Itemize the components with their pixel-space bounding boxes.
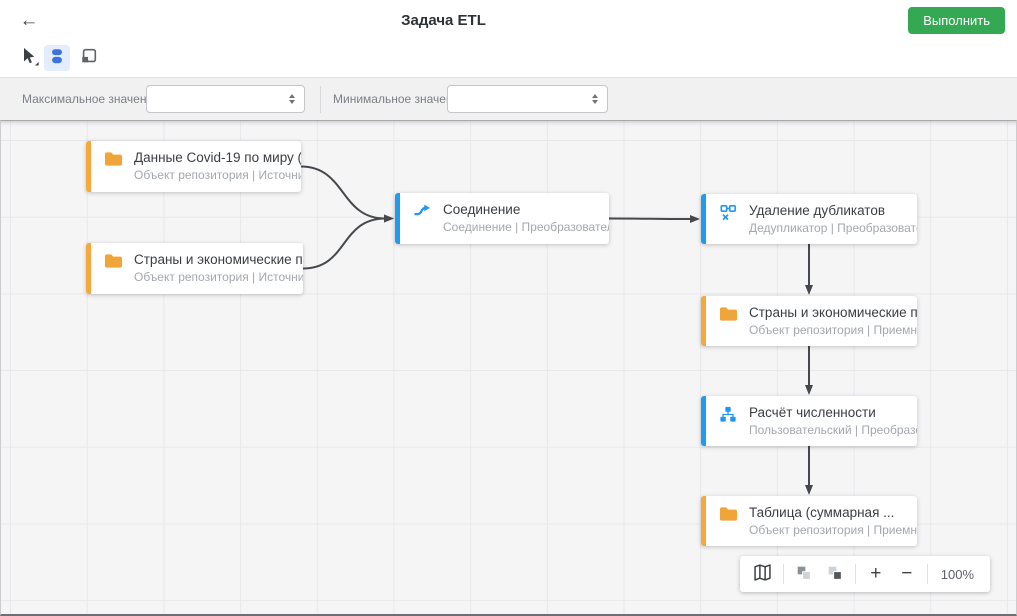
- minimap-button[interactable]: [752, 562, 774, 586]
- filter-bar: Максимальное значение Минимальное значен…: [0, 77, 1017, 120]
- run-button[interactable]: Выполнить: [908, 7, 1005, 34]
- flow-edge-src2-join: [302, 214, 394, 270]
- max-value-field: [146, 85, 305, 113]
- bring-forward-icon: [826, 564, 844, 585]
- node-title: Таблица (суммарная ...: [749, 505, 895, 520]
- flow-edge-src1-join: [300, 165, 394, 223]
- max-value-stepper[interactable]: [287, 90, 297, 108]
- flow-nodes-tool-icon: [48, 47, 66, 70]
- dedup-icon: [719, 204, 738, 221]
- min-value-stepper[interactable]: [590, 90, 600, 108]
- controls-divider: [854, 564, 856, 584]
- folder-icon: [104, 151, 123, 167]
- minimap-icon: [752, 562, 773, 586]
- send-backward-button[interactable]: [793, 562, 815, 586]
- max-value-label: Максимальное значение: [22, 92, 160, 106]
- node-accent-bar: [395, 193, 400, 244]
- node-subtitle: Объект репозитория | Источник: [134, 270, 303, 284]
- folder-icon: [719, 506, 738, 522]
- node-accent-bar: [701, 194, 706, 244]
- flow-edge-join-dedup: [608, 214, 700, 223]
- node-title: Удаление дубликатов: [749, 203, 885, 218]
- fit-content-tool-icon: [80, 47, 98, 70]
- zoom-out-button[interactable]: −: [896, 562, 918, 586]
- toolbar: [0, 40, 1017, 77]
- flow-node-sink2[interactable]: Таблица (суммарная ... Объект репозитория…: [701, 496, 917, 546]
- min-value-field: [447, 85, 608, 113]
- node-title: Страны и экономические пок...: [749, 305, 917, 320]
- flow-node-src2[interactable]: Страны и экономические пок... Объект репо…: [86, 243, 303, 294]
- header: ← Задача ETL Выполнить: [0, 0, 1017, 40]
- canvas-controls: + − 100%: [739, 556, 990, 592]
- max-value-input[interactable]: [147, 86, 304, 112]
- node-subtitle: Соединение | Преобразователь: [443, 220, 609, 234]
- node-accent-bar: [701, 296, 706, 346]
- fit-content-tool-button[interactable]: [76, 45, 102, 71]
- flow-canvas[interactable]: Данные Covid-19 по миру (Yan... Объект ре…: [0, 120, 1017, 616]
- node-subtitle: Объект репозитория | Источник: [134, 168, 301, 182]
- sitemap-icon: [719, 406, 738, 422]
- node-title: Данные Covid-19 по миру (Yan...: [134, 150, 301, 165]
- node-subtitle: Объект репозитория | Приемник: [749, 323, 917, 337]
- controls-divider: [926, 564, 928, 584]
- node-accent-bar: [86, 243, 91, 294]
- filter-divider: [320, 86, 321, 113]
- node-accent-bar: [701, 496, 706, 546]
- page-title: Задача ETL: [401, 12, 486, 29]
- min-value-input[interactable]: [448, 86, 607, 112]
- merge-icon: [413, 203, 432, 219]
- node-accent-bar: [86, 141, 91, 192]
- flow-nodes-tool-button[interactable]: [44, 45, 70, 71]
- cursor-tool-button[interactable]: [16, 45, 42, 71]
- flow-node-src1[interactable]: Данные Covid-19 по миру (Yan... Объект ре…: [86, 141, 301, 192]
- node-accent-bar: [701, 396, 706, 446]
- min-value-label: Минимальное значение: [333, 92, 466, 106]
- node-title: Страны и экономические пок...: [134, 252, 303, 267]
- cursor-tool-icon: [19, 46, 39, 71]
- bring-forward-button[interactable]: [824, 562, 846, 586]
- send-backward-icon: [795, 564, 813, 585]
- node-title: Соединение: [443, 202, 521, 217]
- controls-divider: [782, 564, 784, 584]
- zoom-level: 100%: [940, 566, 974, 582]
- arrow-left-icon: ←: [19, 10, 39, 31]
- zoom-in-button[interactable]: +: [865, 562, 887, 586]
- folder-icon: [104, 253, 123, 269]
- node-subtitle: Дедупликатор | Преобразователь: [749, 221, 917, 235]
- node-title: Расчёт численности: [749, 405, 876, 420]
- node-subtitle: Пользовательский | Преобразова...: [749, 423, 917, 437]
- back-button[interactable]: ←: [16, 8, 42, 34]
- folder-icon: [719, 306, 738, 322]
- flow-node-sink1[interactable]: Страны и экономические пок... Объект репо…: [701, 296, 917, 346]
- node-subtitle: Объект репозитория | Приемник: [749, 523, 917, 537]
